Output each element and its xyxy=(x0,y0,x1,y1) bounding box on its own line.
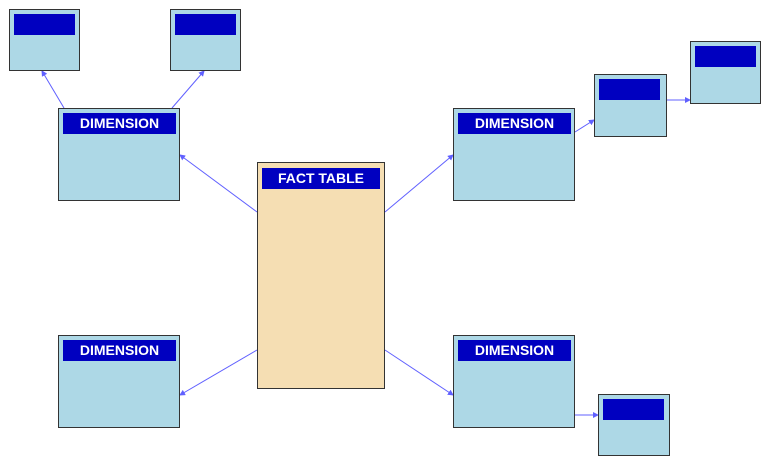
dimension-table-bottom-right[interactable]: DIMENSION xyxy=(453,335,575,428)
sub-table-header xyxy=(175,14,236,35)
fact-table[interactable]: FACT TABLE xyxy=(257,162,385,389)
connector-fact-to-dim-bl xyxy=(179,349,258,396)
sub-table-header xyxy=(695,46,756,67)
connector-fact-to-dim-tr xyxy=(384,154,454,213)
sub-table-top-right-first[interactable] xyxy=(594,74,667,137)
fact-table-title: FACT TABLE xyxy=(262,168,380,189)
sub-table-top-right-second[interactable] xyxy=(690,41,761,104)
sub-table-bottom-right[interactable] xyxy=(598,394,670,456)
sub-table-top-left-inner[interactable] xyxy=(170,9,241,71)
connector-fact-to-dim-tl xyxy=(179,154,258,213)
connector-fact-to-dim-br xyxy=(384,349,454,396)
sub-table-top-left-outer[interactable] xyxy=(9,9,80,71)
dimension-title: DIMENSION xyxy=(458,113,571,134)
connector-dim-tr-to-sub-tr1 xyxy=(574,119,595,133)
dimension-table-top-right[interactable]: DIMENSION xyxy=(453,108,575,201)
sub-table-header xyxy=(599,79,660,100)
dimension-title: DIMENSION xyxy=(63,113,176,134)
dimension-title: DIMENSION xyxy=(63,340,176,361)
dimension-title: DIMENSION xyxy=(458,340,571,361)
connector-dim-tl-to-sub-tl1 xyxy=(41,70,65,109)
dimension-table-top-left[interactable]: DIMENSION xyxy=(58,108,180,201)
sub-table-header xyxy=(14,14,75,35)
connector-dim-tl-to-sub-tl2 xyxy=(171,70,205,109)
sub-table-header xyxy=(603,399,664,420)
dimension-table-bottom-left[interactable]: DIMENSION xyxy=(58,335,180,428)
